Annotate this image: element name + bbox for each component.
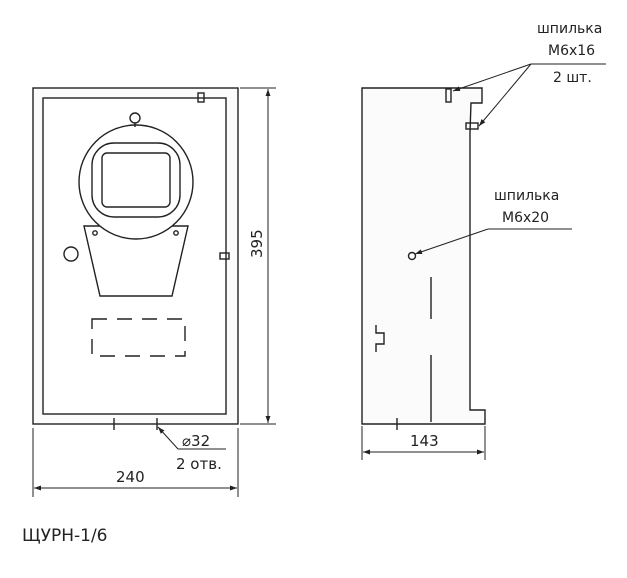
stud-top-count: 2 шт. xyxy=(553,70,592,86)
stud-top-2 xyxy=(465,122,479,130)
hole-diameter-label: ⌀32 xyxy=(182,432,210,450)
stud-mid-name: шпилька xyxy=(494,188,559,204)
side-clip xyxy=(219,252,230,260)
width-label: 240 xyxy=(116,468,145,486)
stud-top-1 xyxy=(445,88,452,103)
door-latch xyxy=(375,325,385,352)
height-label: 395 xyxy=(248,229,266,258)
side-dimensions xyxy=(361,63,606,460)
meter-screw-left xyxy=(92,230,98,236)
top-clip xyxy=(197,92,205,103)
side-profile xyxy=(361,87,486,425)
side-view xyxy=(361,87,486,430)
stud-top-size: М6х16 xyxy=(548,43,595,59)
stud-mid-size: М6х20 xyxy=(502,210,549,226)
meter-window xyxy=(101,152,171,208)
stud-top-name: шпилька xyxy=(537,21,602,37)
hole-count-label: 2 отв. xyxy=(176,455,222,473)
front-dimensions xyxy=(32,87,276,497)
meter-screw-right xyxy=(173,230,179,236)
front-view xyxy=(32,87,239,430)
depth-label: 143 xyxy=(410,432,439,450)
stud-mid xyxy=(407,251,417,261)
breaker-outline xyxy=(91,318,186,357)
meter-window-frame xyxy=(91,142,181,218)
knockout-hole xyxy=(63,246,79,262)
drawing-title: ЩУРН-1/6 xyxy=(22,526,108,546)
meter-dome-outer xyxy=(78,124,194,240)
